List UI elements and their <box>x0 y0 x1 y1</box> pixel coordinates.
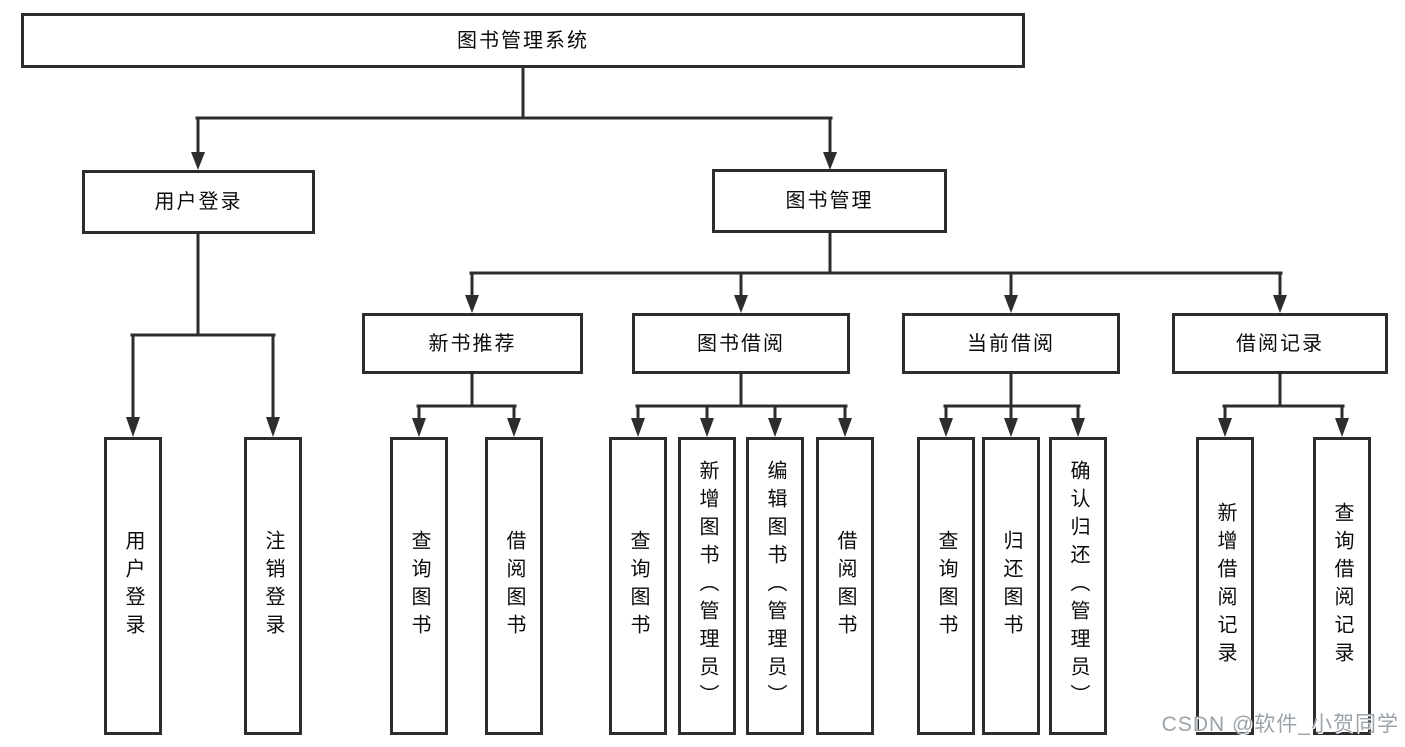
leaf-label: 新增图书（管理员） <box>696 460 718 712</box>
node-label: 借阅记录 <box>1236 332 1324 355</box>
leaf-label: 查询图书 <box>627 530 649 642</box>
leaf-return-books: 归还图书 <box>982 437 1040 735</box>
root-title-label: 图书管理系统 <box>457 29 589 52</box>
node-label: 新书推荐 <box>428 332 517 355</box>
node-label: 当前借阅 <box>967 332 1055 355</box>
leaf-query-books-3: 查询图书 <box>917 437 975 735</box>
node-user-login: 用户登录 <box>82 170 315 234</box>
leaf-label: 归还图书 <box>1000 530 1022 642</box>
leaf-label: 新增借阅记录 <box>1214 502 1236 670</box>
leaf-query-books-2: 查询图书 <box>609 437 667 735</box>
node-book-borrow: 图书借阅 <box>632 313 850 374</box>
node-book-management: 图书管理 <box>712 169 947 233</box>
leaf-borrow-books-2: 借阅图书 <box>816 437 874 735</box>
leaf-label: 查询图书 <box>935 530 957 642</box>
leaf-add-books-admin: 新增图书（管理员） <box>678 437 736 735</box>
leaf-edit-books-admin: 编辑图书（管理员） <box>746 437 804 735</box>
leaf-label: 借阅图书 <box>503 530 525 642</box>
leaf-label: 查询图书 <box>408 530 430 642</box>
node-label: 图书管理 <box>785 190 874 212</box>
node-label: 图书借阅 <box>697 332 785 355</box>
node-root-title: 图书管理系统 <box>21 13 1025 68</box>
leaf-query-books-1: 查询图书 <box>390 437 448 735</box>
node-current-borrow: 当前借阅 <box>902 313 1120 374</box>
leaf-query-borrow-record: 查询借阅记录 <box>1313 437 1371 735</box>
csdn-watermark: CSDN @软件_小贺同学 <box>1161 713 1399 736</box>
leaf-user-login: 用户登录 <box>104 437 162 735</box>
leaf-confirm-return-admin: 确认归还（管理员） <box>1049 437 1107 735</box>
node-new-book-recommend: 新书推荐 <box>362 313 583 374</box>
node-label: 用户登录 <box>154 191 243 213</box>
leaf-label: 确认归还（管理员） <box>1067 460 1089 712</box>
leaf-label: 用户登录 <box>122 530 144 642</box>
leaf-label: 编辑图书（管理员） <box>764 460 786 712</box>
leaf-add-borrow-record: 新增借阅记录 <box>1196 437 1254 735</box>
node-borrow-records: 借阅记录 <box>1172 313 1388 374</box>
leaf-logout: 注销登录 <box>244 437 302 735</box>
leaf-label: 注销登录 <box>262 530 284 642</box>
leaf-label: 借阅图书 <box>834 530 856 642</box>
leaf-label: 查询借阅记录 <box>1331 502 1353 670</box>
leaf-borrow-books-1: 借阅图书 <box>485 437 543 735</box>
